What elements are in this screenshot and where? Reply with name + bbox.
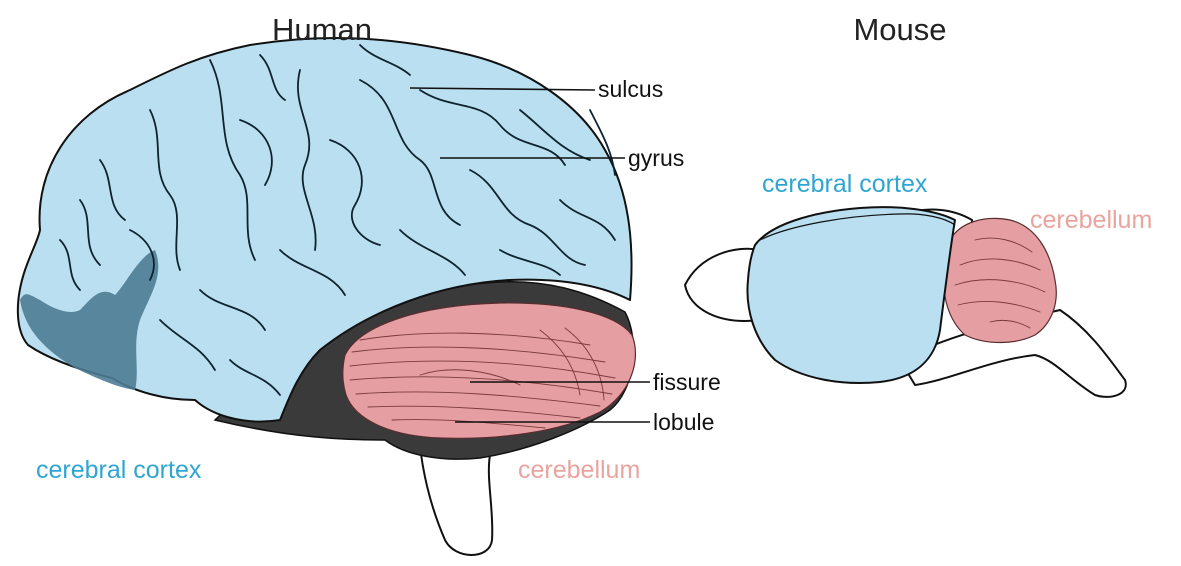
label-gyrus: gyrus (628, 145, 684, 171)
label-sulcus: sulcus (598, 76, 663, 102)
label-human-cerebellum: cerebellum (518, 456, 640, 484)
mouse-title: Mouse (853, 12, 946, 47)
label-mouse-cerebral-cortex: cerebral cortex (762, 170, 928, 198)
human-title: Human (272, 12, 372, 47)
label-mouse-cerebellum: cerebellum (1030, 206, 1152, 234)
mouse-cerebrum (747, 207, 955, 383)
label-human-cerebral-cortex: cerebral cortex (36, 456, 202, 484)
label-fissure: fissure (653, 369, 721, 395)
label-lobule: lobule (653, 409, 714, 435)
mouse-brain-illustration (685, 207, 1126, 397)
